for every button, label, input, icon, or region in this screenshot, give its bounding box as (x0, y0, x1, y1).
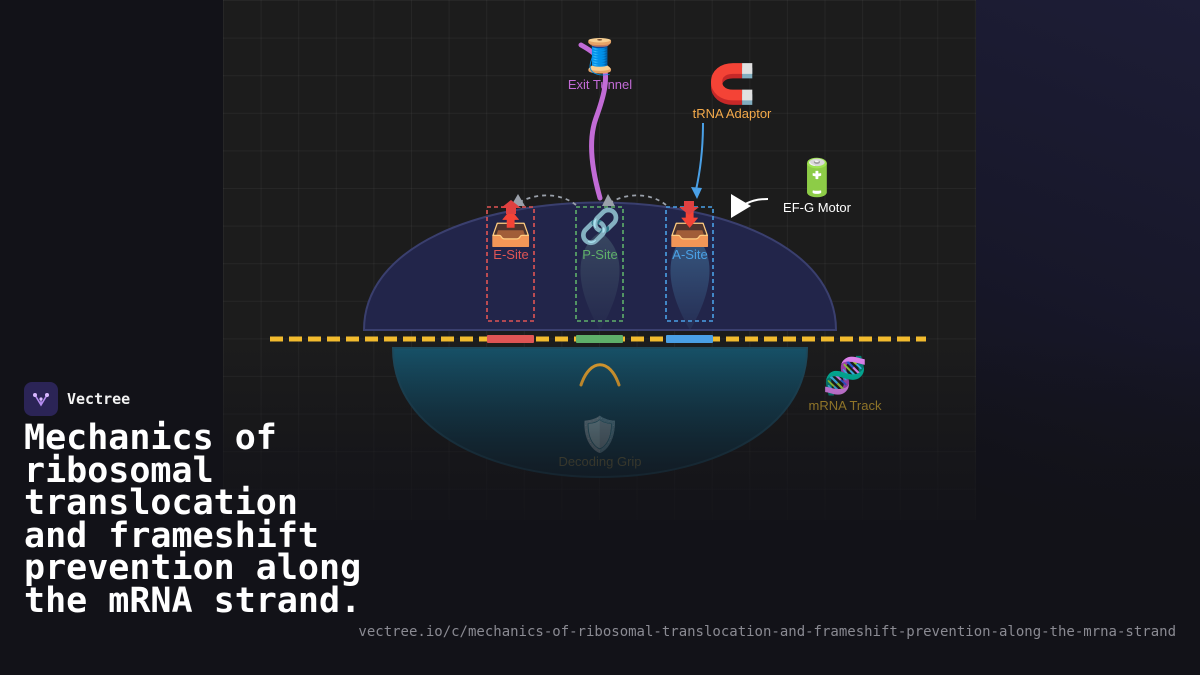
brand-name: Vectree (67, 390, 131, 408)
shield-icon: 🛡️ (579, 415, 621, 455)
trna-adaptor-arrowhead (691, 187, 702, 199)
link-icon: 🔗 (579, 206, 621, 247)
inbox-tray-icon: 📥 (669, 209, 711, 249)
outbox-tray-icon: 📤 (490, 209, 532, 249)
ef-g-push-arrowhead (731, 194, 751, 218)
page-url[interactable]: vectree.io/c/mechanics-of-ribosomal-tran… (358, 624, 1176, 640)
peptide-chain (578, 42, 609, 201)
ef-g-motor-label: EF-G Motor (783, 200, 852, 215)
a-site-codon (666, 335, 713, 343)
mrna-track-label: mRNA Track (809, 398, 882, 413)
p-site-label: P-Site (582, 247, 617, 262)
p-site-box[interactable] (575, 206, 624, 322)
e-site-label: E-Site (493, 247, 528, 262)
decoding-grip-label: Decoding Grip (558, 454, 641, 469)
translocation-arrowhead-p (602, 194, 615, 206)
thread-spool-icon: 🧵 (579, 37, 621, 77)
e-site-exit-arrow (501, 200, 521, 214)
magnet-icon: 🧲 (708, 62, 755, 106)
p-site-codon (576, 335, 623, 343)
trna-adaptor-label: tRNA Adaptor (693, 106, 772, 121)
vectree-logo-icon (24, 382, 58, 416)
trna-shape-p-site (580, 232, 620, 330)
trna-adaptor-arrow (695, 122, 704, 191)
e-site-codon (487, 335, 534, 343)
exit-tunnel-label: Exit Tunnel (568, 77, 632, 92)
page-title: Mechanics of ribosomal translocation and… (24, 418, 362, 621)
battery-icon: 🔋 (795, 157, 840, 199)
dna-icon: 🧬 (823, 354, 868, 397)
a-site-label: A-Site (672, 247, 707, 262)
trna-shape-a-site (670, 232, 710, 330)
brand[interactable]: Vectree (24, 382, 130, 416)
a-site-entry-arrow (679, 201, 699, 215)
